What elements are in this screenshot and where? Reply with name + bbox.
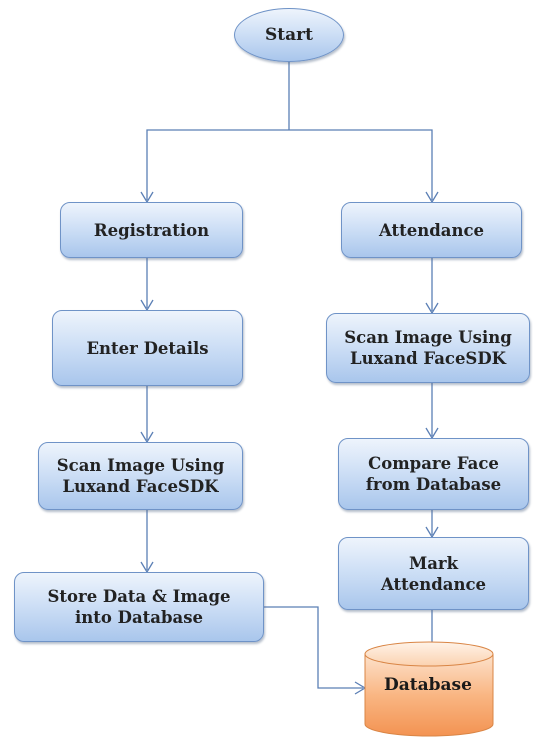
attendance-node: Attendance [341, 202, 522, 258]
scan-image-right-node: Scan Image Using Luxand FaceSDK [326, 313, 530, 383]
enter-details-node: Enter Details [52, 310, 243, 386]
registration-node: Registration [60, 202, 243, 258]
database-cylinder [364, 641, 494, 737]
edge-start-split [146, 62, 433, 200]
scan-image-left-node: Scan Image Using Luxand FaceSDK [38, 442, 243, 510]
database-label: Database [384, 675, 472, 695]
store-data-node: Store Data & Image into Database [14, 572, 264, 642]
compare-face-node: Compare Face from Database [338, 438, 529, 510]
edge-store-database [264, 606, 363, 689]
start-node: Start [234, 8, 344, 62]
mark-attendance-node: Mark Attendance [338, 537, 529, 610]
